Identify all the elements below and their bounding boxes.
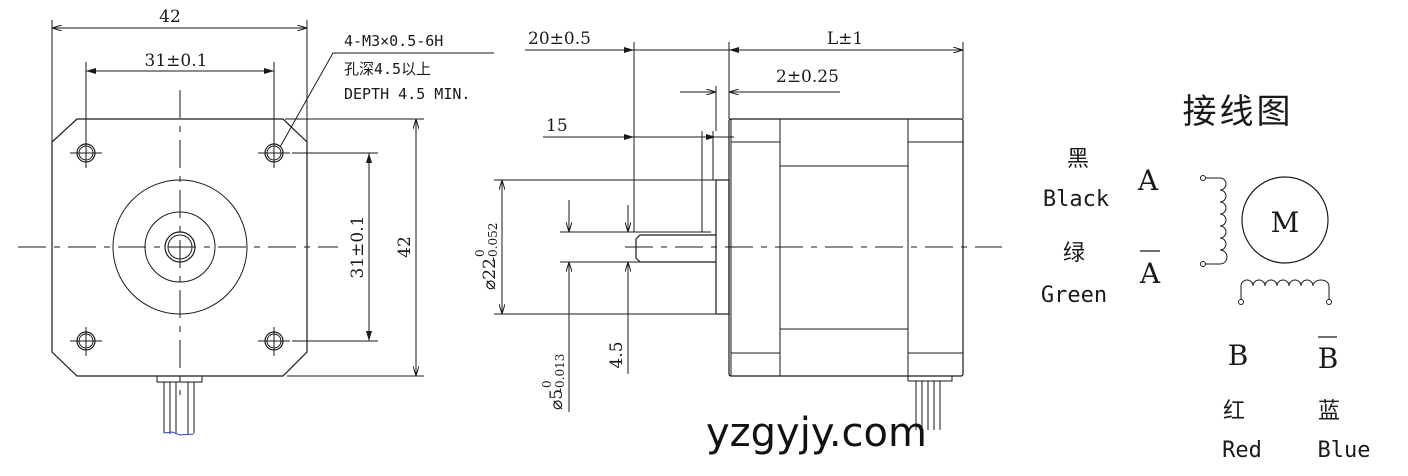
wiring-diagram: 接线图 黑 Black A 绿 Green A M B B 红 Red 蓝 B bbox=[1041, 92, 1371, 463]
wire-color-green-en: Green bbox=[1041, 283, 1107, 308]
coil-a-icon bbox=[1200, 175, 1228, 267]
hole-note-line3: DEPTH 4.5 MIN. bbox=[344, 85, 470, 103]
watermark: yzgyjy.com bbox=[706, 410, 927, 456]
svg-text:⌀5: ⌀5 bbox=[547, 389, 567, 410]
dim-boss-diameter: ⌀22 0 -0.052 bbox=[473, 223, 500, 290]
phase-a-bar-label: A bbox=[1139, 257, 1161, 290]
dim-width-42: 42 bbox=[159, 7, 181, 27]
wire-color-blue-cn: 蓝 bbox=[1318, 399, 1340, 424]
wire-color-black-en: Black bbox=[1043, 187, 1109, 212]
dim-body-length: L±1 bbox=[827, 29, 863, 49]
phase-b-label: B bbox=[1228, 339, 1249, 372]
wire-color-red-en: Red bbox=[1222, 438, 1262, 463]
wire-color-green-cn: 绿 bbox=[1063, 241, 1085, 266]
dim-shaft-length: 20±0.5 bbox=[528, 29, 591, 49]
wire-color-black-cn: 黑 bbox=[1067, 147, 1089, 172]
svg-text:0: 0 bbox=[540, 380, 554, 388]
svg-text:-0.013: -0.013 bbox=[553, 354, 567, 392]
motor-label: M bbox=[1271, 206, 1300, 239]
hole-note-line2: 孔深4.5以上 bbox=[344, 60, 431, 78]
hole-note-line1: 4-M3×0.5-6H bbox=[344, 32, 443, 50]
wiring-title: 接线图 bbox=[1183, 92, 1294, 132]
dim-flat-length: 15 bbox=[546, 116, 568, 136]
svg-text:-0.052: -0.052 bbox=[486, 223, 500, 261]
svg-text:0: 0 bbox=[473, 249, 487, 257]
front-view: 42 31±0.1 31±0.1 42 4-M3×0.5-6H 孔深4.5以上 … bbox=[18, 7, 494, 436]
phase-a-label: A bbox=[1137, 164, 1159, 197]
dim-shaft-diameter: ⌀5 0 -0.013 bbox=[540, 354, 567, 410]
dim-hole-spacing-h: 31±0.1 bbox=[145, 51, 208, 71]
side-view: 20±0.5 L±1 2±0.25 15 ⌀22 0 -0.052 ⌀5 0 bbox=[473, 29, 1002, 430]
wire-color-red-cn: 红 bbox=[1223, 399, 1245, 424]
dim-boss-height: 2±0.25 bbox=[776, 67, 839, 87]
wire-color-blue-en: Blue bbox=[1318, 438, 1371, 463]
dim-flat-depth: 4.5 bbox=[607, 341, 627, 368]
coil-b-icon bbox=[1238, 279, 1332, 305]
shaft bbox=[635, 234, 716, 263]
lead-wires-side bbox=[915, 381, 941, 430]
lead-wires-front bbox=[163, 382, 195, 436]
motor-symbol-icon bbox=[1241, 176, 1329, 264]
phase-b-bar-label: B bbox=[1318, 342, 1339, 375]
dim-hole-spacing-v: 31±0.1 bbox=[348, 216, 368, 279]
svg-text:⌀22: ⌀22 bbox=[480, 258, 500, 290]
dim-height-42: 42 bbox=[395, 236, 415, 258]
